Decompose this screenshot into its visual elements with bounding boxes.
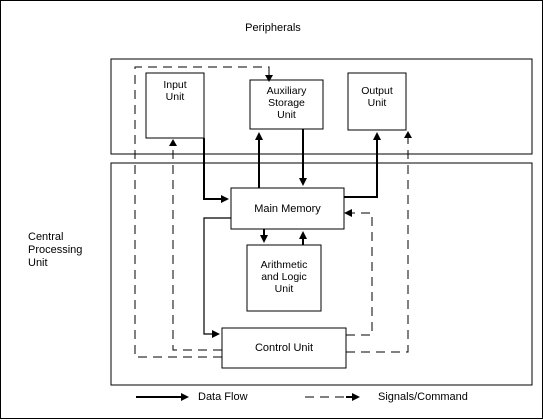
data-flow-lines	[203, 129, 381, 338]
input-unit-box	[145, 72, 205, 139]
control-to-memory-signal	[346, 212, 373, 336]
signal-lines	[134, 66, 409, 358]
memory-to-control-arrow	[203, 217, 231, 338]
output-unit-box	[347, 72, 407, 131]
control-unit-label: Control Unit	[254, 342, 314, 354]
auxiliary-storage-label: Auxiliary Storage Unit	[266, 85, 307, 121]
cpu-label: Central Processing Unit	[28, 231, 83, 269]
auxiliary-storage-box	[249, 79, 324, 130]
main-memory-box	[230, 187, 345, 230]
alu-label: Arithmetic and Logic Unit	[260, 259, 308, 295]
control-to-input-signal	[172, 143, 222, 351]
memory-to-output-arrow	[344, 132, 381, 198]
cpu-region	[110, 162, 533, 386]
main-memory-label: Main Memory	[254, 203, 321, 215]
legend-signals-command-label: Signals/Command	[378, 391, 468, 403]
input-unit-label: Input Unit	[163, 79, 187, 103]
output-unit-label: Output Unit	[361, 85, 393, 109]
peripherals-label: Peripherals	[245, 22, 301, 34]
alu-box	[246, 244, 322, 312]
legend-data-flow-label: Data Flow	[198, 391, 248, 403]
input-to-memory-arrow	[203, 138, 229, 203]
control-unit-box	[221, 327, 347, 369]
signal-arrowheads	[169, 75, 412, 217]
peripherals-region	[110, 58, 533, 155]
control-to-aux-signal	[134, 66, 270, 358]
control-to-output-signal	[346, 135, 409, 353]
